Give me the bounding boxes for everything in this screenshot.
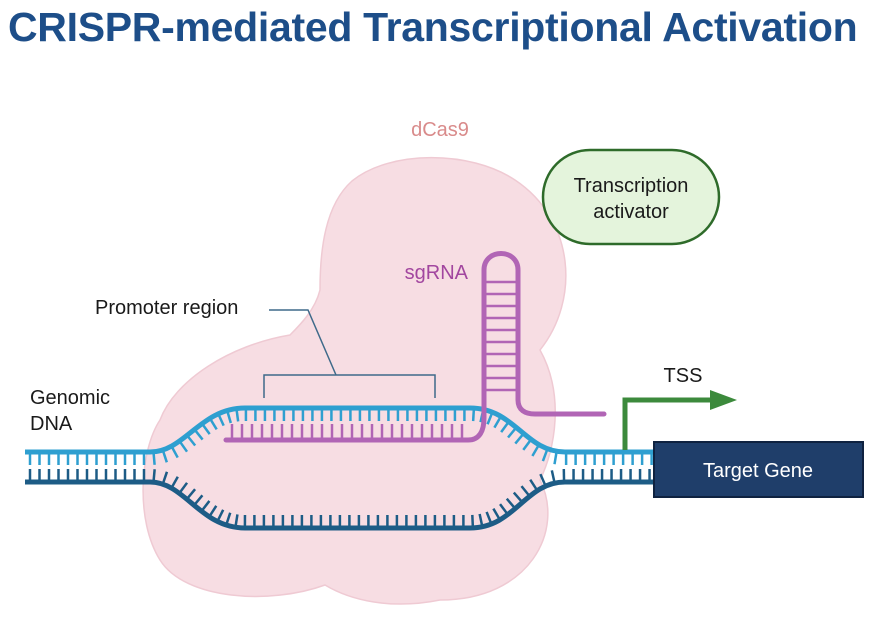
genomic-dna-label-line2: DNA [30, 413, 73, 435]
promoter-bracket [263, 309, 436, 398]
sgrna-spacer-rungs [230, 424, 464, 438]
target-gene-box [653, 441, 864, 498]
dcas9-label: dCas9 [411, 119, 469, 141]
sgrna [223, 251, 607, 443]
dcas9-protein [142, 156, 567, 605]
target-gene-label: Target Gene [703, 460, 813, 482]
tss-arrow [622, 390, 737, 450]
genomic-dna-label-line1: Genomic [30, 387, 110, 409]
sgrna-strand [223, 251, 607, 443]
sgrna-hairpin-rungs [484, 280, 518, 392]
activator-label-line2: activator [593, 201, 669, 223]
sgrna-label: sgRNA [405, 262, 469, 284]
activator-label-line1: Transcription [574, 175, 689, 197]
tss-label: TSS [664, 365, 703, 387]
genomic-dna [25, 408, 655, 528]
transcription-activator [541, 148, 721, 246]
page-title: CRISPR-mediated Transcriptional Activati… [8, 4, 858, 50]
promoter-label: Promoter region [95, 297, 238, 319]
